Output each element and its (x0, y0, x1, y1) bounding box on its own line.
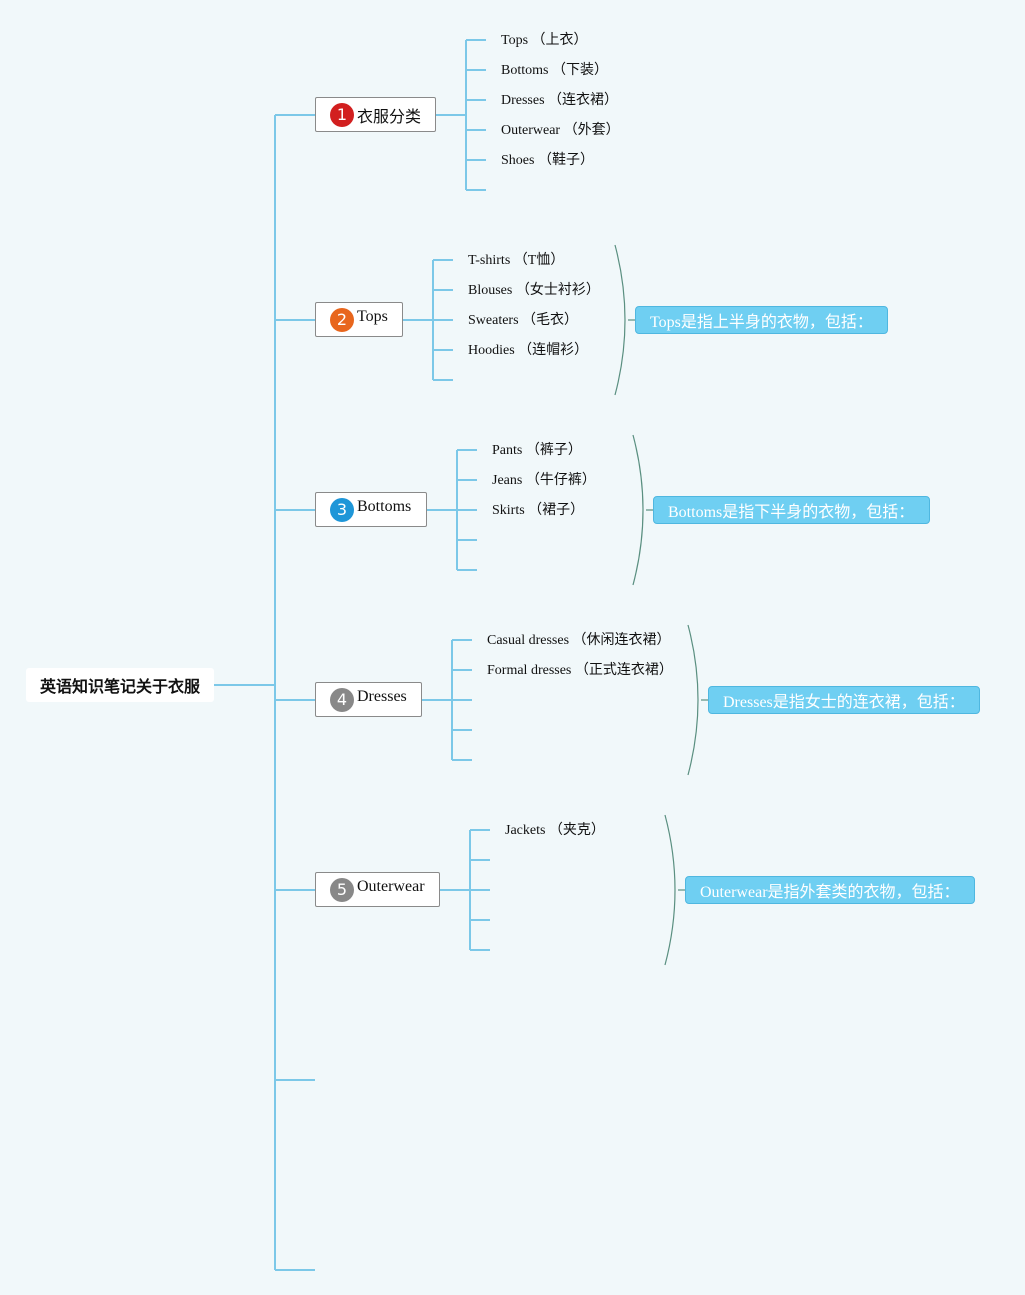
branch-clothing-categories[interactable]: 1 衣服分类 (315, 97, 436, 132)
summary-note-dresses[interactable]: Dresses是指女士的连衣裙，包括： (708, 686, 980, 714)
leaf-item[interactable]: Pants （裤子） (492, 443, 582, 458)
number-badge-1: 1 (330, 102, 354, 127)
branch-label: 衣服分类 (357, 106, 422, 126)
leaf-item[interactable]: Bottoms （下装） (501, 63, 608, 78)
branch-outerwear[interactable]: 5 Outerwear (315, 872, 440, 907)
summary-note-bottoms[interactable]: Bottoms是指下半身的衣物，包括： (653, 496, 930, 524)
leaf-item[interactable]: Blouses （女士衬衫） (468, 283, 600, 298)
branch-label: Tops (357, 307, 388, 325)
leaf-item[interactable]: Outerwear （外套） (501, 123, 620, 138)
summary-note-tops[interactable]: Tops是指上半身的衣物，包括： (635, 306, 888, 334)
leaf-item[interactable]: Tops （上衣） (501, 33, 588, 48)
leaf-item[interactable]: Jeans （牛仔裤） (492, 473, 596, 488)
leaf-item[interactable]: Formal dresses （正式连衣裙） (487, 663, 673, 678)
leaf-item[interactable]: Jackets （夹克） (505, 823, 605, 838)
branch-tops[interactable]: 2 Tops (315, 302, 403, 337)
branch-label: Outerwear (357, 877, 425, 895)
branch-label: Bottoms (357, 497, 412, 515)
branch-label: Dresses (357, 687, 407, 705)
leaf-item[interactable]: Casual dresses （休闲连衣裙） (487, 633, 671, 648)
leaf-item[interactable]: Hoodies （连帽衫） (468, 343, 589, 358)
number-badge-5: 5 (330, 877, 354, 902)
number-badge-3: 3 (330, 497, 354, 522)
root-topic[interactable]: 英语知识笔记关于衣服 (26, 668, 214, 702)
leaf-item[interactable]: Sweaters （毛衣） (468, 313, 579, 328)
root-topic-label: 英语知识笔记关于衣服 (39, 677, 200, 696)
number-badge-4: 4 (330, 687, 354, 712)
number-badge-2: 2 (330, 307, 354, 332)
leaf-item[interactable]: Skirts （裙子） (492, 503, 585, 518)
leaf-item[interactable]: T-shirts （T恤） (468, 253, 565, 268)
summary-note-outerwear[interactable]: Outerwear是指外套类的衣物，包括： (685, 876, 975, 904)
branch-bottoms[interactable]: 3 Bottoms (315, 492, 427, 527)
branch-dresses[interactable]: 4 Dresses (315, 682, 422, 717)
leaf-item[interactable]: Dresses （连衣裙） (501, 93, 619, 108)
leaf-item[interactable]: Shoes （鞋子） (501, 153, 594, 168)
